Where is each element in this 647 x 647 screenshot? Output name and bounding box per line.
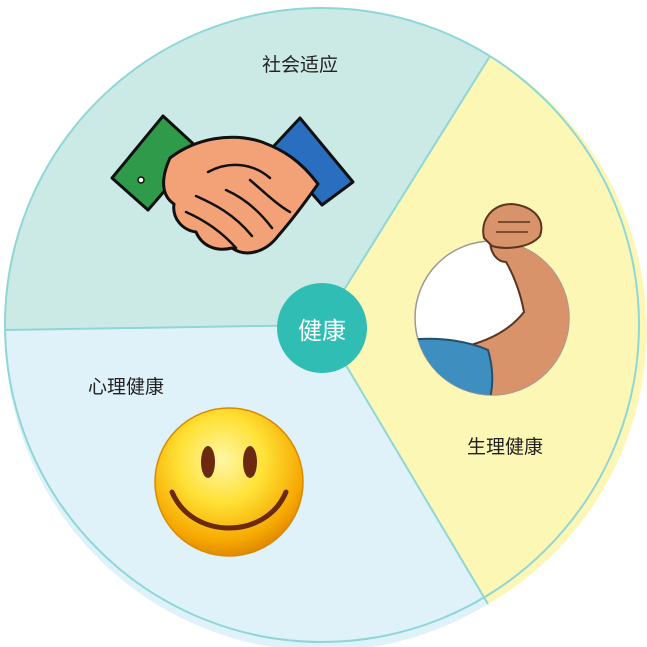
smiley-face-icon — [154, 407, 304, 557]
sector-label-mental-health: 心理健康 — [88, 376, 165, 398]
center-label: 健康 — [298, 316, 346, 345]
sector-dividers — [4, 55, 491, 605]
center-circle — [277, 283, 367, 373]
sector-label-social-adaptation: 社会适应 — [262, 54, 339, 76]
pie-outline — [4, 7, 640, 643]
handshake-icon — [110, 114, 355, 255]
sector-label-physical-health: 生理健康 — [467, 436, 544, 458]
